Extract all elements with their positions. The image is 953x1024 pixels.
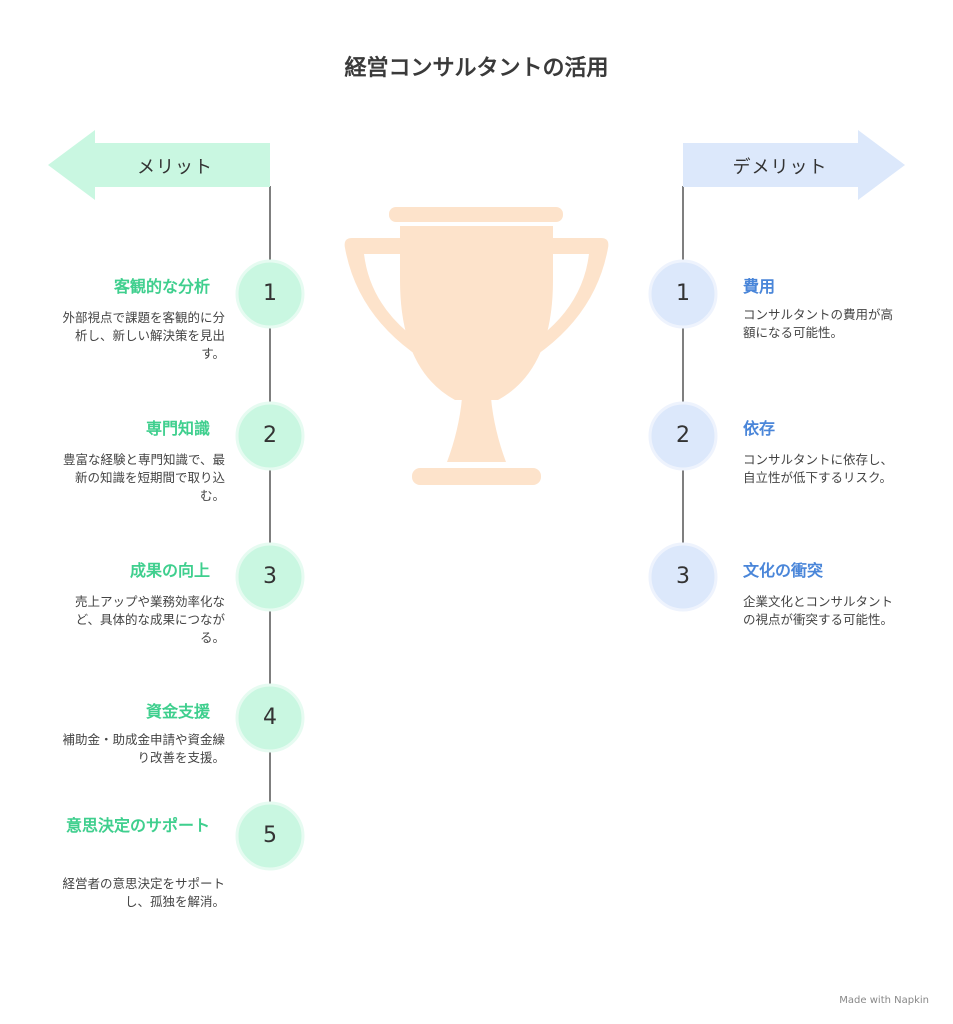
merit-heading-2: 専門知識 [145, 419, 210, 438]
merit-heading-4: 資金支援 [145, 702, 210, 721]
demerit-number-2: 2 [676, 423, 690, 448]
merit-number-3: 3 [263, 564, 277, 589]
footer-credit: Made with Napkin [839, 995, 929, 1006]
demerit-banner-arrow [683, 130, 905, 200]
trophy-icon [344, 207, 609, 485]
demerit-circles [648, 259, 718, 612]
merit-desc-5: 経営者の意思決定をサポートし、孤独を解消。 [62, 876, 225, 909]
merit-heading-5: 意思決定のサポート [65, 816, 210, 835]
demerit-number-3: 3 [676, 564, 690, 589]
demerit-desc-1: コンサルタントの費用が高額になる可能性。 [743, 307, 894, 340]
demerit-heading-2: 依存 [743, 419, 776, 438]
page-title: 経営コンサルタントの活用 [344, 56, 609, 81]
demerit-heading-3: 文化の衝突 [743, 561, 824, 580]
demerit-desc-3: 企業文化とコンサルタントの視点が衝突する可能性。 [743, 594, 894, 627]
merit-number-2: 2 [263, 423, 277, 448]
demerit-number-1: 1 [676, 281, 690, 306]
demerit-heading-1: 費用 [743, 277, 776, 296]
merit-banner-label: メリット [137, 157, 213, 178]
merit-desc-2: 豊富な経験と専門知識で、最新の知識を短期間で取り込む。 [62, 452, 225, 503]
merit-desc-1: 外部視点で課題を客観的に分析し、新しい解決策を見出す。 [62, 310, 225, 361]
merit-circles [235, 259, 305, 871]
demerit-desc-2: コンサルタントに依存し、自立性が低下するリスク。 [743, 452, 894, 485]
merit-banner-arrow [48, 130, 270, 200]
merit-number-1: 1 [263, 281, 277, 306]
demerit-banner-label: デメリット [732, 157, 828, 178]
merit-number-4: 4 [263, 705, 277, 730]
merit-desc-3: 売上アップや業務効率化など、具体的な成果につながる。 [74, 594, 225, 645]
merit-heading-3: 成果の向上 [129, 561, 210, 580]
merit-heading-1: 客観的な分析 [113, 277, 210, 296]
merit-desc-4: 補助金・助成金申請や資金繰り改善を支援。 [62, 732, 225, 765]
merit-number-5: 5 [263, 823, 277, 848]
